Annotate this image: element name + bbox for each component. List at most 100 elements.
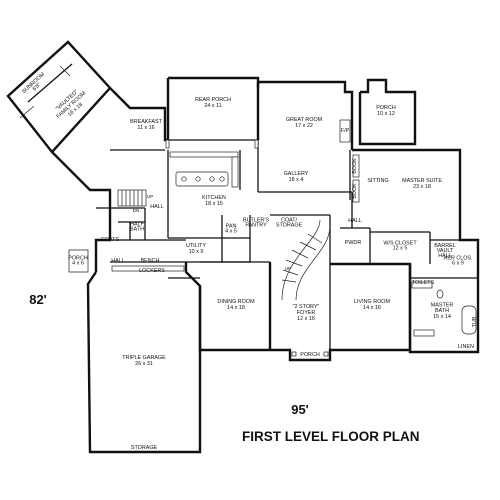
room-label-book-2: BOOK bbox=[352, 183, 358, 199]
room-label-line: GREAT ROOM bbox=[286, 117, 323, 123]
room-label-line: KITCHEN bbox=[202, 195, 226, 201]
room-label-line: LINEN bbox=[458, 344, 474, 350]
room-label-pwdr: PWDR bbox=[345, 240, 362, 246]
room-label-line: 23 x 18 bbox=[413, 184, 431, 190]
room-label-line: HALF bbox=[130, 221, 144, 227]
room-label-line: 10 x 9 bbox=[189, 249, 204, 255]
room-label-line: PWDR bbox=[345, 240, 362, 246]
room-label-line: FOYER bbox=[297, 310, 316, 316]
room-label-line: 4 x 5 bbox=[225, 229, 237, 235]
room-label-line: "2 STORY" bbox=[293, 304, 320, 310]
room-label-line: STORAGE bbox=[276, 223, 303, 229]
room-label-line: PORCH bbox=[300, 352, 320, 358]
room-label-line: DINING ROOM bbox=[217, 299, 255, 305]
room-label-line: REAR PORCH bbox=[195, 97, 231, 103]
room-label-line: 17 x 22 bbox=[295, 123, 313, 129]
room-label-line: SITTING bbox=[367, 178, 388, 184]
room-label-her-clos: HER CLOS.6 x 9 bbox=[443, 255, 472, 266]
room-label-linen: LINEN bbox=[458, 344, 474, 350]
room-label-line: BOOK bbox=[352, 158, 358, 174]
room-label-line: BREAKFAST bbox=[130, 119, 162, 125]
room-label-line: UTILITY bbox=[186, 243, 206, 249]
room-label-line: 11 x 16 bbox=[137, 125, 154, 131]
room-label-line: BATH bbox=[435, 308, 449, 314]
room-label-line: BOOK bbox=[352, 183, 358, 199]
fixtures bbox=[19, 65, 477, 357]
plan-title: FIRST LEVEL FLOOR PLAN bbox=[242, 429, 420, 444]
room-label-line: HALL bbox=[150, 204, 164, 210]
room-label-line: 18 x 4 bbox=[289, 177, 304, 183]
room-label-porch-front: PORCH bbox=[300, 352, 320, 358]
room-label-line: BATH bbox=[130, 227, 144, 233]
room-label-line: BARREL bbox=[434, 243, 456, 249]
room-label-line: LOCKERS bbox=[139, 268, 165, 274]
room-label-line: TOILETS bbox=[412, 280, 435, 286]
room-label-line: 14 x 18 bbox=[227, 305, 245, 311]
room-label-line: COAT/ bbox=[281, 217, 298, 223]
room-label-line: 15 x 14 bbox=[433, 314, 451, 320]
room-label-hall-3: HALL bbox=[348, 218, 362, 224]
room-label-line: HER CLOS. bbox=[443, 255, 472, 261]
room-label-bench: BENCH bbox=[141, 258, 160, 264]
room-label-tub: TUB bbox=[472, 316, 478, 327]
kitchen-island bbox=[175, 171, 229, 187]
room-label-book-1: BOOK bbox=[352, 158, 358, 174]
room-label-line: TRIPLE GARAGE bbox=[122, 355, 166, 361]
room-label-line: W/S CLOSET bbox=[383, 240, 417, 246]
room-label-line: BUTLER'S bbox=[243, 217, 269, 223]
room-label-line: VAULT bbox=[437, 248, 454, 254]
spiral-staircase bbox=[281, 219, 331, 301]
room-label-line: PANTRY bbox=[245, 223, 267, 229]
room-label-line: HALL bbox=[438, 253, 452, 259]
room-label-fp: F/P bbox=[341, 128, 350, 134]
room-label-line: BENCH bbox=[141, 258, 160, 264]
room-label-line: PAN bbox=[226, 223, 237, 229]
bathtub bbox=[461, 305, 477, 335]
room-label-line: 10 x 12 bbox=[377, 111, 395, 117]
room-label-toilets: TOILETS bbox=[412, 280, 435, 286]
width-dimension: 95' bbox=[291, 402, 309, 417]
room-label-line: STORAGE bbox=[131, 445, 158, 451]
room-label-hall-1: HALL bbox=[150, 204, 164, 210]
room-label-family: "VAULTED"FAMILY ROOM16 x 18 bbox=[51, 86, 91, 125]
room-label-coat-storage: COAT/STORAGE bbox=[276, 217, 303, 228]
exterior-walls bbox=[6, 40, 480, 454]
room-label-line: TUB bbox=[472, 316, 478, 327]
stair-mark-up-1: UP bbox=[147, 194, 153, 199]
room-label-storage: STORAGE bbox=[131, 445, 158, 451]
room-label-line: MASTER bbox=[431, 302, 454, 308]
room-label-line: 26 x 31 bbox=[135, 361, 153, 367]
stair-mark-up-2: UP bbox=[285, 266, 291, 271]
room-label-line: 12 x 5 bbox=[393, 246, 408, 252]
room-label-line: LIVING ROOM bbox=[354, 299, 390, 305]
room-label-line: PORCH bbox=[376, 105, 396, 111]
room-label-line: COATS bbox=[101, 237, 120, 243]
room-label-line: HALL bbox=[348, 218, 362, 224]
room-label-line: 24 x 11 bbox=[204, 103, 221, 109]
room-label-line: 6 x 9 bbox=[452, 261, 464, 267]
stair-mark-dn-1: DN bbox=[133, 208, 140, 213]
room-label-line: 14 x 16 bbox=[363, 305, 381, 311]
room-label-coats: COATS bbox=[101, 237, 120, 243]
stair-marks: UP UP DN bbox=[133, 194, 292, 271]
room-label-hall-2: HALL bbox=[111, 258, 125, 264]
room-label-line: 6'8" bbox=[32, 82, 43, 92]
room-label-line: GALLERY bbox=[284, 171, 309, 177]
room-label-lockers: LOCKERS bbox=[139, 268, 165, 274]
room-label-line: 4 x 6 bbox=[72, 261, 84, 267]
rear-staircase bbox=[117, 189, 147, 207]
